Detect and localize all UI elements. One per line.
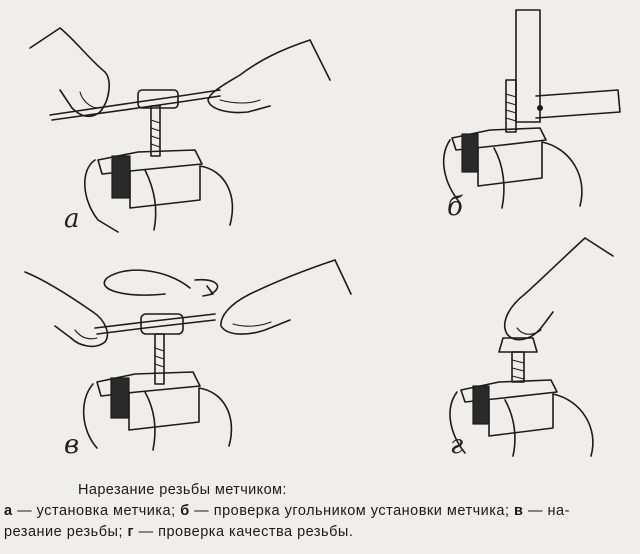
figure-a-letter: а — [64, 204, 80, 234]
caption-key-a: а — [4, 503, 13, 519]
caption-text-v-cont: резание резьбы; — [4, 524, 128, 540]
caption-line-2: резание резьбы; г — проверка качества ре… — [0, 522, 640, 543]
figure-a-drawing — [29, 27, 331, 233]
figure-v-thread-cutting — [15, 250, 355, 465]
figure-b-drawing — [442, 9, 621, 209]
caption-title: Нарезание резьбы метчиком: — [78, 482, 287, 498]
figure-g-quality-check — [435, 228, 635, 468]
rotation-arrow-icon — [103, 269, 191, 296]
figure-v-drawing — [24, 259, 352, 451]
caption-key-b: б — [180, 503, 190, 519]
caption-key-v: в — [514, 503, 524, 519]
figure-b-letter: б — [447, 192, 463, 222]
caption-text-g: — проверка качества резьбы. — [134, 524, 354, 540]
caption-text-a: — установка метчика; — [12, 503, 181, 519]
caption-key-g: г — [127, 524, 135, 540]
figure-v-letter: в — [64, 430, 80, 460]
figure-b-square-check — [430, 8, 630, 223]
figure-g-letter: г — [450, 430, 464, 460]
figure-a-tap-setup — [20, 20, 340, 245]
figure-caption: Нарезание резьбы метчиком: а — установка… — [0, 480, 640, 543]
caption-text-v: — на- — [523, 503, 570, 519]
figure-g-drawing — [449, 237, 614, 457]
caption-text-b: — проверка угольником установки метчика; — [189, 503, 515, 519]
caption-line-1: а — установка метчика; б — проверка угол… — [0, 501, 640, 522]
